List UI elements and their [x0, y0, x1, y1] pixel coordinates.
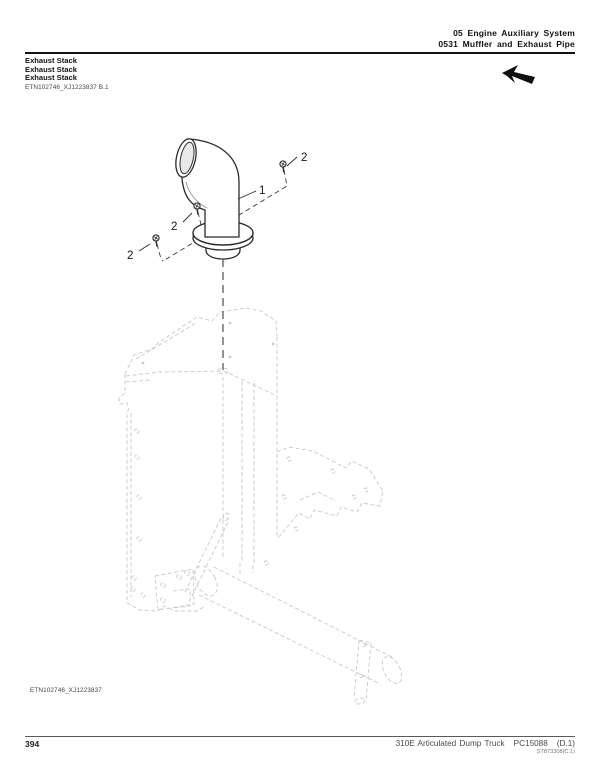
title-line: Exhaust Stack [25, 56, 77, 65]
callout-label: 2 [171, 221, 177, 233]
figure-reference-top: ETN102746_XJ1223837 B.1 [25, 84, 109, 91]
header-section-block: 05 Engine Auxiliary System 0531 Muffler … [438, 28, 575, 50]
back-arrow-icon [502, 65, 535, 84]
mounting-bolt [193, 202, 201, 215]
footer-doc-code: ST873308(C.1) [536, 749, 575, 755]
title-line: Exhaust Stack [25, 64, 77, 74]
muffler-phantom-structure [118, 307, 403, 705]
header-section: 05 Engine Auxiliary System [453, 28, 575, 38]
callout-leader-lines [138, 156, 298, 252]
footer-model: 310E Articulated Dump Truck [395, 739, 505, 748]
footer-publication-line: 310E Articulated Dump Truck PC15088 (D.1) [396, 739, 575, 748]
figure-reference-bottom: ETN102746_XJ1223837 [30, 687, 102, 694]
mounting-bolt [279, 160, 287, 173]
footer-rule [25, 736, 575, 737]
mounting-bolts [152, 160, 287, 247]
mounting-bolt [152, 234, 160, 247]
header-subsection: 0531 Muffler and Exhaust Pipe [438, 39, 575, 49]
footer-catalog-number: PC15088 [513, 739, 548, 748]
page-title: Exhaust Stack Exhaust Stack Exhaust Stac… [25, 56, 77, 83]
exhaust-stack [175, 138, 254, 260]
title-line: Exhaust Stack [25, 73, 77, 83]
callout-label: 2 [301, 152, 307, 164]
page-number: 394 [25, 739, 40, 749]
callout-label: 1 [259, 185, 265, 197]
callout-label: 2 [127, 250, 133, 262]
footer-revision: (D.1) [556, 739, 575, 748]
header-rule [25, 52, 575, 54]
